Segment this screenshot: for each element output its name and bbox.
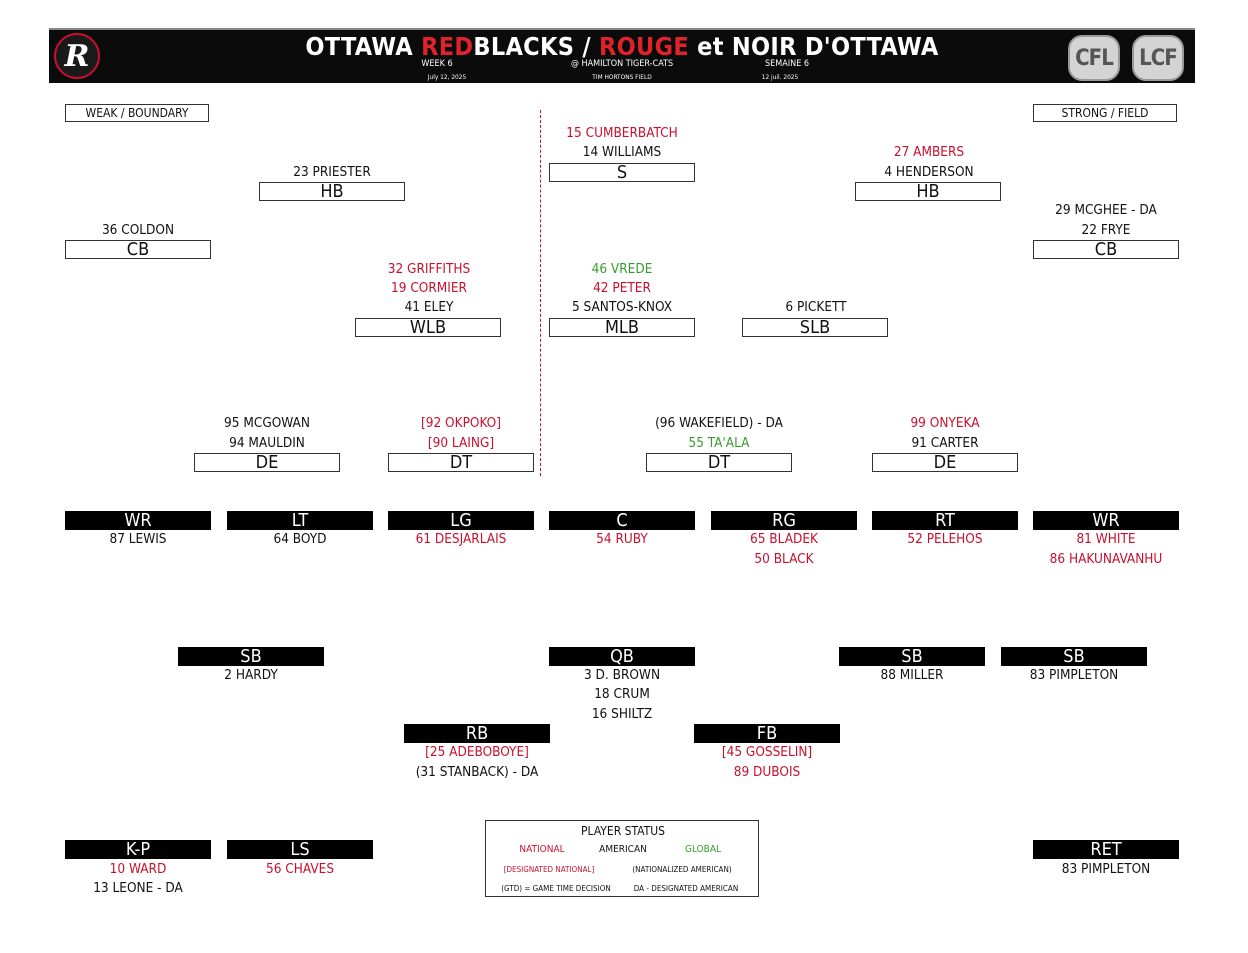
player-name: 10 WARD [109,861,167,877]
player-name: 89 DUBOIS [733,764,801,780]
position-de-left: DE [194,453,340,472]
player-name: 6 PICKETT [785,299,847,315]
weak-boundary-label: WEAK / BOUNDARY [65,104,209,122]
page-title: OTTAWA REDBLACKS / ROUGE et NOIR D'OTTAW… [305,32,939,61]
player-name: 3 D. BROWN [583,667,661,683]
player-name: 42 PETER [593,280,651,296]
legend-gtd: (GTD) = GAME TIME DECISION [501,884,611,893]
position-qb: QB [549,647,695,666]
legend-american: AMERICAN [599,844,647,855]
player-name: 61 DESJARLAIS [415,531,507,547]
player-name: [90 LAING] [427,435,495,451]
lcf-logo: LCF [1132,35,1184,81]
opponent-label: @ HAMILTON TIGER-CATS [570,59,674,69]
player-name: 65 BLADEK [749,531,819,547]
position-lt: LT [227,511,373,530]
position-c: C [549,511,695,530]
player-name: 83 PIMPLETON [1029,667,1119,683]
legend-global: GLOBAL [684,844,722,855]
position-de-right: DE [872,453,1018,472]
player-name: 86 HAKUNAVANHU [1049,551,1163,567]
player-name: 81 WHITE [1076,531,1136,547]
player-name: 50 BLACK [754,551,814,567]
position-cb-left: CB [65,240,211,259]
player-name: 54 RUBY [596,531,648,547]
position-cb-right: CB [1033,240,1179,259]
venue-label: TIM HORTONS FIELD [592,73,652,81]
player-name: 27 AMBERS [893,144,965,160]
position-wr-left: WR [65,511,211,530]
legend-designated-national: [DESIGNATED NATIONAL] [503,865,595,874]
position-wr-right: WR [1033,511,1179,530]
position-sb-right: SB [1001,647,1147,666]
position-fb: FB [694,724,840,743]
week-label: WEEK 6 [421,59,453,69]
player-name: 22 FRYE [1081,222,1131,238]
player-name: (96 WAKEFIELD) - DA [655,415,783,431]
player-name: [92 OKPOKO] [421,415,501,431]
player-name: 52 PELEHOS [907,531,983,547]
player-name: 4 HENDERSON [884,164,974,180]
player-name: 99 ONYEKA [910,415,980,431]
position-s: S [549,163,695,182]
player-status-legend: PLAYER STATUS NATIONAL AMERICAN GLOBAL [… [485,820,759,897]
player-name: 19 CORMIER [391,280,467,296]
legend-da: DA - DESIGNATED AMERICAN [633,884,739,893]
semaine-label: SEMAINE 6 [764,59,810,69]
position-mlb: MLB [549,318,695,337]
date-french: 12 juil. 2025 [761,73,799,81]
player-name: 36 COLDON [101,222,175,238]
player-name: 18 CRUM [594,686,650,702]
player-name: 83 PIMPLETON [1061,861,1151,877]
position-lg: LG [388,511,534,530]
position-sb-left: SB [178,647,324,666]
legend-nationalized-american: (NATIONALIZED AMERICAN) [632,865,732,874]
player-name: 13 LEONE - DA [93,880,183,896]
position-rt: RT [872,511,1018,530]
position-ls: LS [227,840,373,859]
player-name: 14 WILLIAMS [582,144,662,160]
player-name: 64 BOYD [273,531,327,547]
redblacks-logo: R [54,33,100,79]
position-hb-left: HB [259,182,405,201]
player-name: 95 MCGOWAN [224,415,310,431]
player-name: 55 TA'ALA [688,435,750,451]
player-name: 88 MILLER [880,667,944,683]
player-name: 91 CARTER [911,435,979,451]
position-dt-left: DT [388,453,534,472]
legend-title: PLAYER STATUS [581,824,665,838]
player-name: 16 SHILTZ [591,706,653,722]
player-name: [25 ADEBOBOYE] [425,744,529,760]
player-name: 46 VREDE [591,261,653,277]
strong-field-label: STRONG / FIELD [1033,104,1177,122]
position-ret: RET [1033,840,1179,859]
player-name: 15 CUMBERBATCH [566,125,678,141]
player-name: 56 CHAVES [265,861,335,877]
player-name: 87 LEWIS [109,531,167,547]
player-name: 41 ELEY [404,299,454,315]
player-name: (31 STANBACK) - DA [415,764,539,780]
position-hb-right: HB [855,182,1001,201]
player-name: 23 PRIESTER [293,164,371,180]
position-sb-mid: SB [839,647,985,666]
position-slb: SLB [742,318,888,337]
player-name: 94 MAULDIN [229,435,305,451]
player-name: 32 GRIFFITHS [387,261,471,277]
position-wlb: WLB [355,318,501,337]
position-rb: RB [404,724,550,743]
header-bar: R OTTAWA REDBLACKS / ROUGE et NOIR D'OTT… [49,28,1195,83]
position-kp: K-P [65,840,211,859]
player-name: 5 SANTOS-KNOX [571,299,673,315]
center-divider [540,110,541,476]
position-dt-right: DT [646,453,792,472]
position-rg: RG [711,511,857,530]
cfl-logo: CFL [1068,35,1120,81]
player-name: 2 HARDY [224,667,278,683]
player-name: [45 GOSSELIN] [721,744,813,760]
player-name: 29 MCGHEE - DA [1055,202,1157,218]
legend-national: NATIONAL [519,844,565,855]
date-english: July 12, 2025 [427,73,467,81]
